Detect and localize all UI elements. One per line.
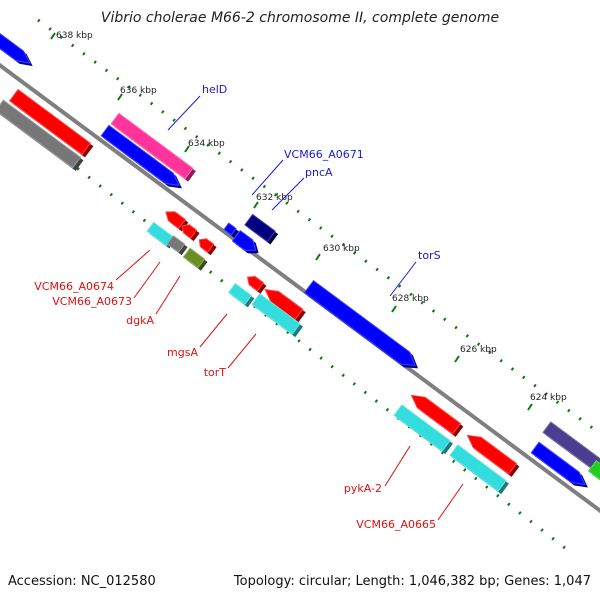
tick-label-632: 632 kbp [256,193,293,203]
feature-blue-right-body [530,441,586,486]
feature-red-mgsa-body [246,276,265,292]
feature-red-left-body [8,88,92,156]
feature-red-dgka[interactable] [198,238,217,256]
leader-line-tors [389,261,417,297]
feature-red-a0673[interactable] [181,224,200,242]
feature-red-a0673-body [181,224,198,239]
feature-blue-edge[interactable] [0,32,33,67]
feature-blue-held[interactable] [100,124,182,189]
tick-mark-636 [117,93,123,101]
gene-label-mgsa[interactable]: mgsA [167,346,198,359]
feature-red-pyka-2[interactable] [410,394,464,437]
feature-cyan-a0665-body [449,444,507,492]
label-leader-lines [115,95,464,521]
kbp-tick-labels: 638 kbp 636 kbp 634 kbp 632 kbp 630 kbp … [56,31,567,403]
tick-label-634: 634 kbp [188,139,225,149]
feature-navy-pnca[interactable] [244,213,279,245]
tick-mark-624 [527,403,533,411]
leader-line-pyka-2 [384,445,411,487]
feature-cyan-pyka-2[interactable] [393,404,453,455]
leader-line-mgsa [199,313,228,348]
feature-magenta[interactable] [110,112,196,182]
leader-line-tort [227,333,257,369]
leader-line-held [167,95,201,131]
gene-label-tors[interactable]: torS [418,249,441,262]
feature-cyan-a0674-body [146,221,174,247]
feature-red-dgka-body [198,238,215,253]
feature-red-a0665-body [466,434,518,475]
feature-red-a0665[interactable] [466,434,520,477]
feature-cyan-mgsa[interactable] [227,282,255,308]
feature-cyan-pyka-2-body [393,404,451,452]
gene-label-vcm66-a0673[interactable]: VCM66_A0673 [52,295,132,308]
tick-mark-632 [253,201,259,209]
gene-label-pnca[interactable]: pncA [305,166,333,179]
feature-navy-pnca-body [244,213,276,243]
tick-label-638: 638 kbp [56,31,93,41]
feature-blue-small[interactable] [223,222,239,238]
feature-cyan-tort[interactable] [251,293,303,338]
feature-gray-a0673-body [166,235,186,253]
feature-blue-small-body [223,222,237,236]
gene-label-dgka[interactable]: dgkA [126,314,154,327]
tick-label-624: 624 kbp [530,393,567,403]
feature-red-left[interactable] [8,88,94,158]
tick-label-630: 630 kbp [323,244,360,254]
tick-label-626: 626 kbp [460,345,497,355]
feature-red-tort[interactable] [264,288,306,323]
feature-red-tort-body [264,288,304,321]
tick-mark-626 [454,355,460,363]
feature-blue-tors[interactable] [303,279,419,369]
gene-label-held[interactable]: helD [202,83,227,96]
leader-line-pnca [271,177,305,211]
feature-gray-left[interactable] [0,99,84,171]
gene-features [0,32,600,495]
outer-tick-ring [37,18,599,434]
feature-blue-right[interactable] [530,441,588,488]
tick-mark-628 [391,305,397,313]
feature-blue-pnca[interactable] [231,229,259,254]
tick-label-636: 636 kbp [120,86,157,96]
kbp-tick-marks [50,32,533,411]
gene-label-vcm66-a0671[interactable]: VCM66_A0671 [284,148,364,161]
tick-mark-630 [315,253,321,261]
feature-gray-a0673[interactable] [166,235,188,256]
inner-tick-ring [0,106,566,550]
feature-blue-pnca-body [231,229,257,251]
feature-red-a0674-body [165,211,187,230]
feature-cyan-a0665[interactable] [449,444,509,495]
tick-label-628: 628 kbp [392,294,429,304]
feature-blue-edge-body [0,33,31,64]
feature-red-mgsa[interactable] [246,276,267,294]
leader-line-vcm66-a0671 [251,159,284,196]
tick-mark-638 [50,32,56,40]
map-title: Vibrio cholerae M66-2 chromosome II, com… [101,10,499,26]
backbone-line [0,62,600,514]
leader-line-dgka [155,275,181,315]
feature-gray-left-body [0,99,82,169]
feature-olive-dgka-body [182,247,206,269]
feature-blue-tors-body [303,279,416,366]
feature-blue-held-body [100,124,180,187]
gene-label-vcm66-a0674[interactable]: VCM66_A0674 [34,280,114,293]
accession-text: Accession: NC_012580 [8,574,156,589]
topology-text: Topology: circular; Length: 1,046,382 bp… [233,574,591,589]
tick-mark-634 [184,145,190,153]
feature-magenta-body [110,112,194,180]
gene-label-vcm66-a0665[interactable]: VCM66_A0665 [356,518,436,531]
gene-label-pyka-2[interactable]: pykA-2 [344,482,382,495]
leader-line-vcm66-a0665 [437,483,464,521]
feature-red-pyka-2-body [410,394,462,435]
feature-olive-dgka[interactable] [182,247,208,271]
feature-cyan-mgsa-body [227,282,253,306]
leader-line-vcm66-a0673 [133,261,161,299]
gene-label-tort[interactable]: torT [204,366,227,379]
feature-cyan-tort-body [251,293,301,335]
leader-line-vcm66-a0674 [115,249,151,281]
